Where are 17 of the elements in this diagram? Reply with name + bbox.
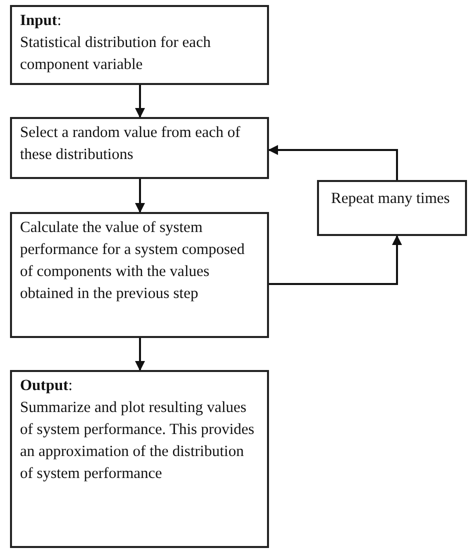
process-box (10, 212, 269, 338)
arrow (135, 85, 145, 118)
process-box (10, 5, 269, 85)
box-text: Repeat many times (331, 189, 451, 209)
box-text: Summarize and plot resulting values of system performance. This provides an approximation of the distribution of system performance (20, 398, 256, 484)
box-heading: Input: (20, 11, 62, 31)
arrow (268, 145, 398, 180)
box-text: Calculate the value of system performance for a system composed of components with the values obtained in the previous step (20, 218, 246, 304)
process-box (10, 370, 269, 548)
arrow (135, 179, 145, 213)
arrow (135, 338, 145, 371)
process-box (317, 180, 467, 236)
process-box (10, 117, 269, 179)
box-heading: Output: (20, 376, 74, 396)
box-text: Statistical distribution for each component variable (20, 33, 212, 75)
arrow (269, 235, 402, 285)
box-text: Select a random value from each of these distributions (20, 123, 242, 165)
